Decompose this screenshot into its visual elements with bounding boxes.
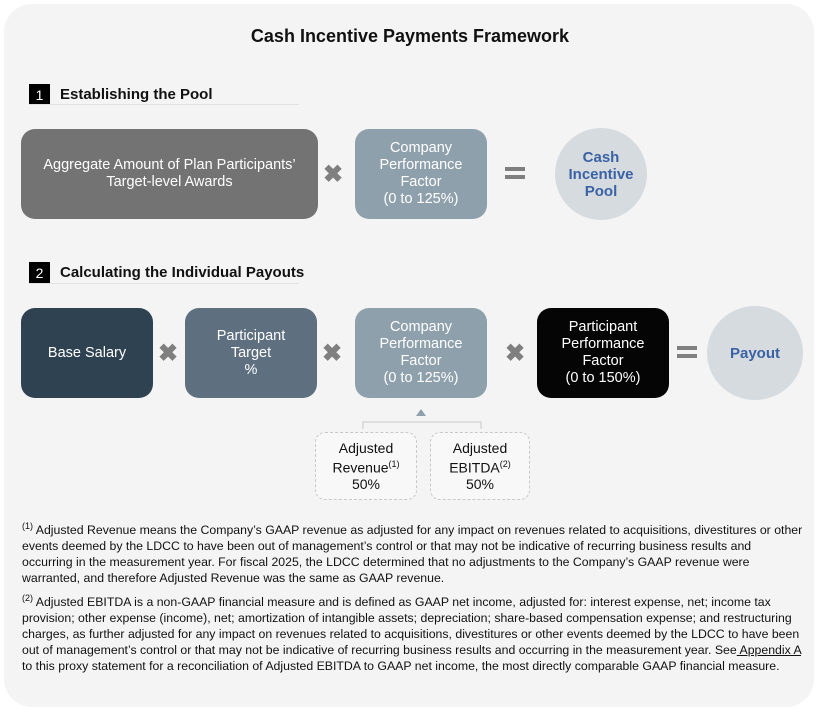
component-label-line2: EBITDA — [449, 459, 500, 476]
base-salary-box: Base Salary — [21, 308, 153, 398]
appendix-a-link[interactable]: Appendix A — [736, 643, 802, 658]
section-2-title: Calculating the Individual Payouts — [60, 264, 305, 281]
adjusted-revenue-component: Adjusted Revenue(1) 50% — [315, 432, 417, 500]
footnote-2-marker: (2) — [22, 593, 33, 603]
multiply-icon: ✖ — [323, 161, 344, 188]
company-performance-factor-box: Company Performance Factor (0 to 125%) — [355, 308, 487, 398]
footnote-2-text: Adjusted EBITDA is a non-GAAP financial … — [22, 595, 800, 658]
adjusted-ebitda-component: Adjusted EBITDA(2) 50% — [430, 432, 530, 500]
footnote-2: (2) Adjusted EBITDA is a non-GAAP financ… — [22, 590, 804, 674]
cash-incentive-pool-result: Cash Incentive Pool — [555, 128, 647, 220]
section-1-rule — [29, 104, 299, 105]
section-1-number: 1 — [29, 84, 50, 105]
footnote-2-tail: to this proxy statement for a reconcilia… — [22, 659, 780, 674]
participant-target-box: Participant Target % — [185, 308, 317, 398]
component-label-line2: Revenue — [332, 459, 389, 476]
footnote-2-ref: (2) — [499, 459, 511, 470]
equals-icon — [505, 167, 525, 183]
multiply-icon: ✖ — [158, 340, 179, 367]
payout-result: Payout — [707, 306, 803, 400]
component-weight: 50% — [351, 475, 381, 492]
component-bracket — [362, 409, 482, 429]
component-weight: 50% — [465, 475, 495, 492]
aggregate-awards-box: Aggregate Amount of Plan Participants’ T… — [21, 129, 318, 219]
section-1-title: Establishing the Pool — [60, 86, 213, 103]
company-performance-factor-box: Company Performance Factor (0 to 125%) — [355, 129, 487, 219]
section-2-number: 2 — [29, 262, 50, 283]
footnote-1-text: Adjusted Revenue means the Company’s GAA… — [22, 523, 803, 586]
footnote-1-ref: (1) — [388, 459, 400, 470]
multiply-icon: ✖ — [322, 340, 343, 367]
section-1-header: 1 Establishing the Pool — [29, 84, 213, 105]
component-label-line1: Adjusted — [338, 440, 394, 457]
equals-icon — [677, 346, 697, 362]
footnote-1: (1) Adjusted Revenue means the Company’s… — [22, 518, 804, 586]
participant-performance-factor-box: Participant Performance Factor (0 to 150… — [537, 308, 669, 398]
section-2-header: 2 Calculating the Individual Payouts — [29, 262, 304, 283]
footnote-1-marker: (1) — [22, 521, 33, 531]
multiply-icon: ✖ — [505, 340, 526, 367]
page-title: Cash Incentive Payments Framework — [250, 26, 570, 46]
up-arrow-icon — [416, 409, 426, 416]
component-label-line1: Adjusted — [452, 440, 508, 457]
section-2-rule — [29, 283, 299, 284]
